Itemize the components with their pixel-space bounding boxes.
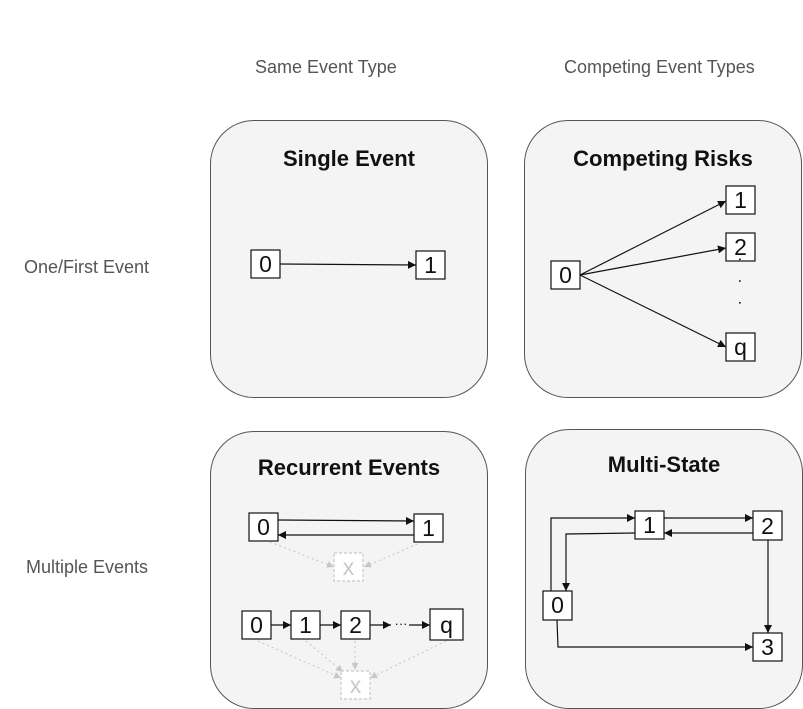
edge-1-to-x [363, 541, 423, 568]
recurrent-chain-ellipsis: ··· [395, 616, 408, 631]
recurrent-chain-edges [257, 621, 447, 679]
single-event-node-0: 0 [250, 249, 281, 279]
edge-0-to-x [269, 541, 335, 568]
edge-0-to-1 [279, 260, 417, 269]
recurrent-chain-node-0: 0 [241, 610, 272, 640]
column-header-same-event-type: Same Event Type [255, 57, 397, 77]
panel-competing-risks: Competing Risks [524, 120, 802, 398]
svg-text:1: 1 [424, 252, 437, 278]
svg-text:q: q [440, 612, 453, 638]
recurrent-top-node-0: 0 [248, 512, 279, 542]
edge-1-to-0 [562, 532, 636, 591]
competing-risks-node-q: q [725, 332, 756, 362]
svg-text:1: 1 [643, 512, 656, 538]
svg-text:3: 3 [761, 634, 774, 660]
panel-title-recurrent-events: Recurrent Events [257, 455, 441, 480]
recurrent-top-node-1: 1 [413, 513, 444, 543]
row-header-one-first-event: One/First Event [24, 257, 150, 277]
svg-text:1: 1 [734, 187, 747, 213]
svg-text:0: 0 [250, 612, 263, 638]
recurrent-chain-node-1: 1 [290, 610, 321, 640]
competing-risks-vertical-ellipsis: · · · [732, 257, 749, 312]
edge-0-to-q [579, 274, 727, 348]
competing-risks-edges [579, 200, 727, 348]
panel-title-single-event: Single Event [282, 146, 416, 171]
edge-0-to-x [257, 640, 342, 679]
single-event-edges [279, 260, 417, 269]
column-header-competing-event-types: Competing Event Types [564, 57, 755, 77]
svg-text:1: 1 [299, 612, 312, 638]
edge-0-to-3 [556, 619, 753, 651]
edge-q-to-x [369, 640, 447, 679]
competing-risks-node-0: 0 [550, 260, 581, 290]
svg-text:1: 1 [422, 515, 435, 541]
svg-text:x: x [343, 554, 355, 580]
panel-title-competing-risks: Competing Risks [573, 146, 753, 171]
multi-state-edges [550, 514, 772, 651]
multi-state-node-1: 1 [634, 510, 665, 540]
svg-text:x: x [350, 672, 362, 698]
edge-1-to-x [305, 640, 344, 673]
multi-state-node-2: 2 [752, 510, 783, 541]
svg-text:0: 0 [559, 262, 572, 288]
single-event-node-1: 1 [415, 250, 446, 280]
edge-0-to-1 [277, 516, 415, 525]
svg-text:2: 2 [349, 612, 362, 638]
multi-state-node-0: 0 [542, 590, 573, 621]
recurrent-top-node-x: x [333, 552, 364, 582]
recurrent-top-edges [269, 516, 423, 568]
multi-state-node-3: 3 [752, 632, 783, 662]
recurrent-chain-node-2: 2 [340, 610, 371, 640]
row-header-multiple-events: Multiple Events [26, 557, 149, 577]
edge-0-to-2 [579, 245, 727, 276]
panel-title-multi-state: Multi-State [607, 452, 721, 477]
svg-text:0: 0 [259, 251, 272, 277]
edge-0-to-1 [579, 200, 727, 276]
panel-multi-state: Multi-State [525, 429, 803, 709]
recurrent-chain-node-q: q [429, 608, 464, 641]
recurrent-chain-node-x: x [340, 670, 371, 700]
competing-risks-node-2: 2 [725, 232, 756, 262]
svg-text:0: 0 [257, 514, 270, 540]
svg-text:2: 2 [761, 513, 774, 539]
svg-text:q: q [734, 334, 747, 360]
svg-text:2: 2 [734, 234, 747, 260]
edge-0-to-1 [550, 514, 635, 591]
competing-risks-node-1: 1 [725, 185, 756, 215]
svg-text:0: 0 [551, 592, 564, 618]
